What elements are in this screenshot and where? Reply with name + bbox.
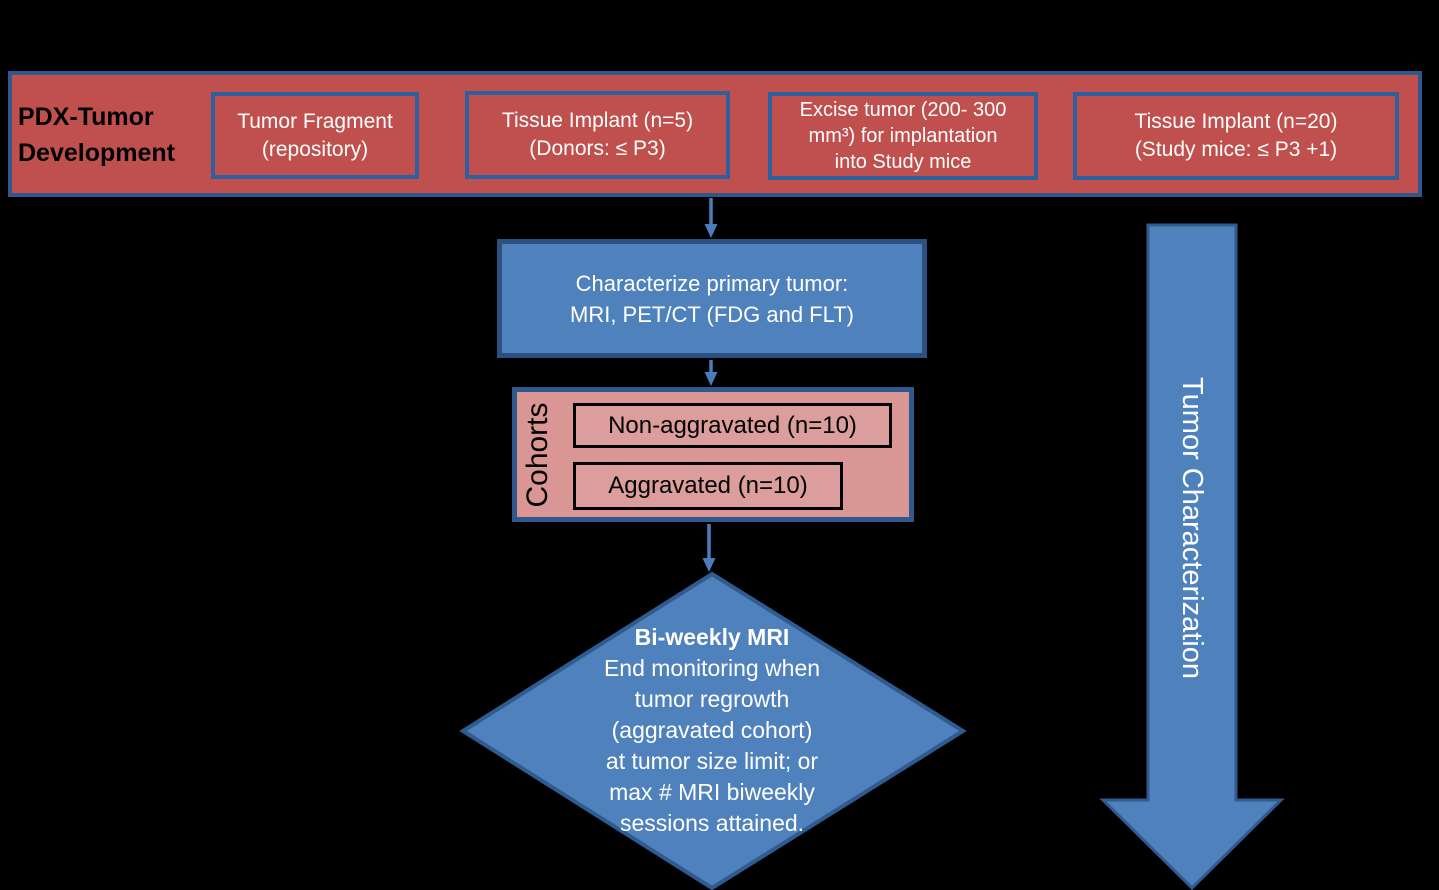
non-aggravated-box: Non-aggravated (n=10) — [573, 403, 892, 448]
tumor-fragment-box: Tumor Fragment (repository) — [211, 92, 419, 179]
excise-tumor-box: Excise tumor (200- 300 mm³) for implanta… — [768, 92, 1038, 180]
tissue-implant-n20-line1: Tissue Implant (n=20) — [1134, 110, 1338, 133]
decision-line-4: at tumor size limit; or — [605, 748, 819, 774]
cohorts-label: Cohorts — [521, 402, 554, 508]
tumor-fragment-line1: Tumor Fragment — [237, 109, 393, 133]
tissue-implant-n20-box: Tissue Implant (n=20) (Study mice: ≤ P3 … — [1073, 92, 1399, 180]
decision-line-5: max # MRI biweekly — [609, 779, 815, 805]
banner-title-line2: Development — [18, 139, 175, 167]
decision-diamond — [459, 571, 967, 890]
non-aggravated-label: Non-aggravated (n=10) — [608, 411, 857, 439]
tumor-characterization-arrow — [1099, 223, 1285, 890]
excise-tumor-line2: mm³) for implantation — [808, 125, 998, 147]
aggravated-label: Aggravated (n=10) — [608, 472, 808, 499]
decision-text: Bi-weekly MRI End monitoring when tumor … — [532, 622, 892, 839]
banner-title: PDX-Tumor Development — [18, 99, 218, 171]
tissue-implant-n5-box: Tissue Implant (n=5) (Donors: ≤ P3) — [465, 91, 730, 179]
tumor-characterization-label: Tumor Characterization — [1176, 377, 1208, 679]
tissue-implant-n5-line1: Tissue Implant (n=5) — [501, 109, 694, 132]
decision-line-2: tumor regrowth — [634, 686, 790, 712]
banner-title-line1: PDX-Tumor — [18, 103, 154, 131]
tissue-implant-n20-line2: (Study mice: ≤ P3 +1) — [1134, 138, 1338, 161]
characterize-line1: Characterize primary tumor: — [575, 270, 849, 296]
characterize-line2: MRI, PET/CT (FDG and FLT) — [570, 301, 854, 327]
decision-line-3: (aggravated cohort) — [611, 717, 813, 743]
excise-tumor-line3: into Study mice — [834, 151, 972, 173]
characterize-tumor-box: Characterize primary tumor: MRI, PET/CT … — [497, 239, 927, 358]
decision-title: Bi-weekly MRI — [634, 624, 790, 650]
decision-line-6: sessions attained. — [619, 810, 805, 836]
tissue-implant-n5-line2: (Donors: ≤ P3) — [529, 137, 666, 160]
excise-tumor-line1: Excise tumor (200- 300 — [799, 99, 1007, 121]
tumor-fragment-line2: (repository) — [261, 137, 369, 161]
aggravated-box: Aggravated (n=10) — [573, 462, 843, 510]
decision-line-1: End monitoring when — [603, 655, 821, 681]
